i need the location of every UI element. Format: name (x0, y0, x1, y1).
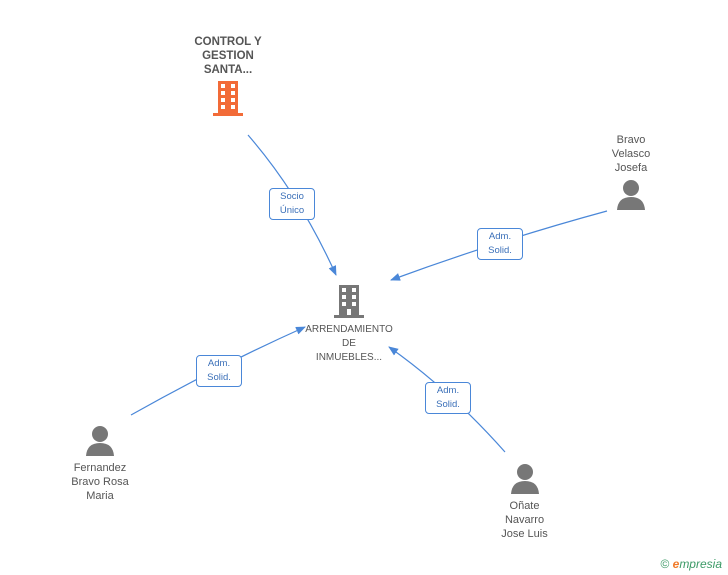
person-label-onate: Oñate Navarro Jose Luis (501, 500, 548, 540)
copyright-icon: © (660, 557, 670, 571)
company-node-arrendamiento[interactable]: ARRENDAMIENTO DE INMUEBLES... (294, 285, 404, 365)
brand-e: e (672, 557, 680, 571)
person-label-bravo: Bravo Velasco Josefa (611, 134, 651, 174)
person-icon (86, 426, 114, 456)
relation-label-adm-fernandez[interactable]: Adm. Solid. (196, 355, 242, 387)
brand-name: mpresia (679, 557, 722, 571)
person-label-fernandez: Fernandez Bravo Rosa Maria (71, 462, 129, 502)
person-icon (617, 180, 645, 210)
relation-label-adm-onate[interactable]: Adm. Solid. (425, 382, 471, 414)
footer-brand: © empresia (660, 557, 722, 571)
company-label-arrendamiento: ARRENDAMIENTO DE INMUEBLES... (305, 324, 393, 363)
person-icon (510, 464, 539, 494)
company-node-control[interactable]: CONTROL Y GESTION SANTA... (178, 35, 278, 117)
person-node-onate[interactable]: Oñate Navarro Jose Luis (487, 463, 562, 541)
building-icon (334, 285, 364, 318)
person-node-bravo[interactable]: Bravo Velasco Josefa (596, 133, 666, 211)
relation-label-socio-unico[interactable]: Socio Único (269, 188, 315, 220)
relation-label-adm-bravo[interactable]: Adm. Solid. (477, 228, 523, 260)
person-node-fernandez[interactable]: Fernandez Bravo Rosa Maria (60, 425, 140, 503)
company-label-control: CONTROL Y GESTION SANTA... (194, 36, 262, 76)
building-icon (213, 81, 243, 116)
